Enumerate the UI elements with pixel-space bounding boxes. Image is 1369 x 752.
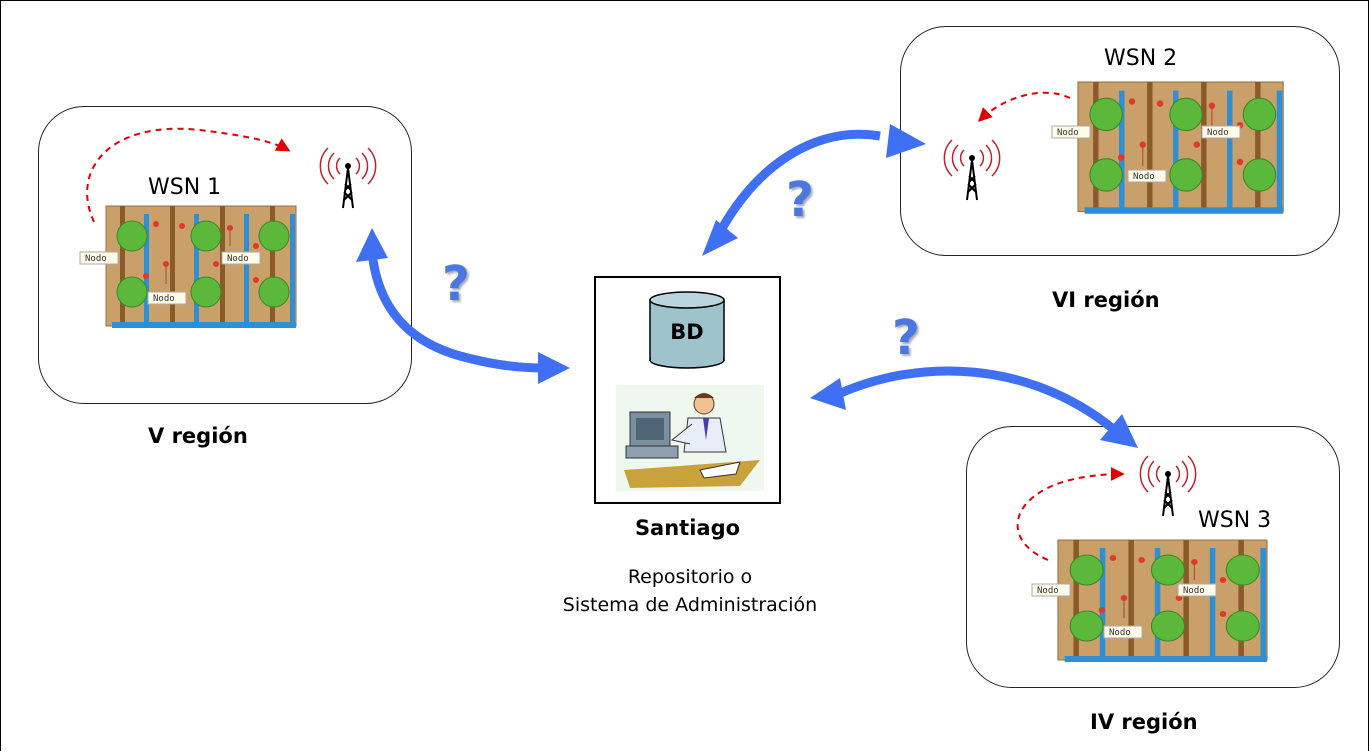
question-mark-wsn1-link: ? [442,256,470,312]
node-labels-wsn1: Nodo Nodo Nodo [79,251,261,305]
region-caption-wsn2: VI región [1052,288,1160,312]
hub-description-line2: Sistema de Administración [562,594,818,616]
dashed-arrow-wsn3 [1016,467,1125,561]
svg-text:Nodo: Nodo [1183,586,1205,596]
node-labels-wsn3: Nodo Nodo Nodo [1031,583,1217,639]
dashed-arrow-wsn2 [978,91,1071,122]
svg-text:Nodo: Nodo [153,294,175,304]
wsn2-title: WSN 2 [1104,46,1178,71]
orchard-field-icon-wsn2 [1077,81,1284,215]
node-labels-wsn2: Nodo Nodo Nodo [1051,125,1241,183]
question-mark-wsn3-link: ? [892,310,920,366]
region-caption-wsn1: V región [148,424,248,448]
antenna-icon-wsn3 [1139,455,1197,517]
wsn1-title: WSN 1 [148,175,222,200]
antenna-icon-wsn2 [943,139,1001,201]
link-arrow-hub-wsn3 [810,366,1138,448]
operator-at-computer-icon [616,385,764,491]
svg-text:Nodo: Nodo [1207,128,1229,138]
question-mark-wsn2-link: ? [786,172,814,228]
database-label: BD [670,320,704,344]
link-arrow-wsn2-hub [702,124,926,256]
link-arrow-wsn1-hub [356,228,570,384]
svg-text:Nodo: Nodo [1109,628,1131,638]
antenna-icon-wsn1 [319,147,377,209]
svg-text:Nodo: Nodo [1133,172,1155,182]
wsn3-title: WSN 3 [1198,508,1272,533]
svg-text:Nodo: Nodo [1057,128,1079,138]
svg-text:Nodo: Nodo [1037,586,1059,596]
hub-description-line1: Repositorio o [627,566,753,588]
hub-city: Santiago [634,516,741,540]
orchard-field-icon-wsn1 [105,205,297,329]
svg-text:Nodo: Nodo [85,254,107,264]
svg-text:Nodo: Nodo [227,254,249,264]
region-caption-wsn3: IV región [1090,710,1198,734]
database-icon [649,291,725,369]
orchard-field-icon-wsn3 [1057,539,1268,663]
